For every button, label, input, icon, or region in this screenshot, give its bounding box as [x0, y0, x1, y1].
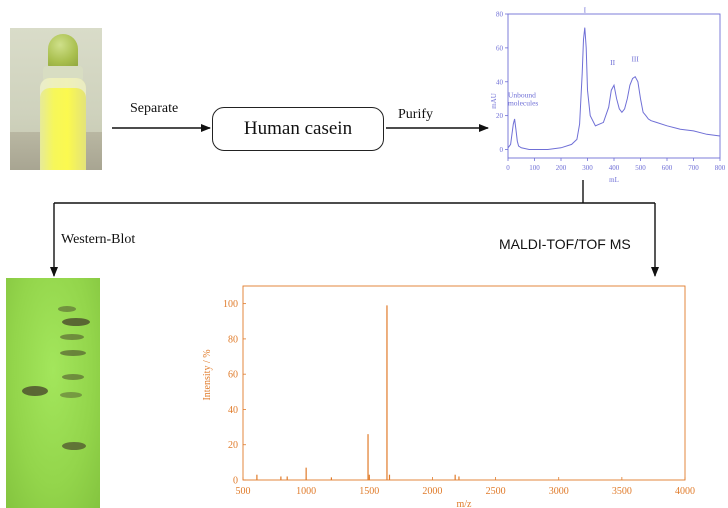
chromatogram-chart: 0 100 200 300 400 500 600 700 800 0 20 40 60 80 mL mAU U…	[490, 6, 726, 184]
western-blot-label: Western-Blot	[61, 232, 136, 247]
human-casein-box: Human casein	[212, 107, 384, 151]
peak-annotation: molecules	[508, 99, 538, 108]
x-tick-label: 800	[715, 164, 726, 172]
y-tick-label: 0	[233, 476, 238, 487]
y-tick-label: 40	[496, 78, 504, 86]
y-tick-label: 60	[228, 370, 238, 381]
x-tick-label: 200	[556, 164, 567, 172]
y-tick-label: 20	[496, 112, 504, 120]
x-tick-label: 2500	[486, 486, 506, 497]
maldi-label: MALDI-TOF/TOF MS	[499, 236, 631, 252]
x-tick-label: 700	[688, 164, 699, 172]
y-tick-label: 80	[496, 11, 504, 19]
y-tick-label: 80	[228, 334, 238, 345]
x-tick-label: 600	[662, 164, 673, 172]
chromatogram-trace	[507, 27, 721, 150]
y-axis-label: Intensity / %	[202, 349, 213, 400]
y-tick-label: 40	[228, 405, 238, 416]
x-tick-label: 1000	[296, 486, 316, 497]
y-tick-label: 100	[223, 299, 238, 310]
x-tick-label: 100	[529, 164, 540, 172]
x-tick-label: 500	[236, 486, 251, 497]
y-axis-label: mAU	[490, 93, 498, 109]
spectrum-frame	[242, 285, 686, 481]
x-tick-label: 3000	[549, 486, 569, 497]
x-axis-label: mL	[609, 176, 619, 184]
human-casein-label: Human casein	[243, 118, 353, 139]
separate-label: Separate	[130, 101, 179, 116]
y-tick-label: 60	[496, 44, 504, 52]
x-tick-label: 0	[506, 164, 510, 172]
western-blot-photo	[6, 278, 100, 508]
mass-spectrum-chart: 500 1000 1500 2000 2500 3000 3500 4000 0 20 40 60 80…	[202, 285, 695, 508]
peak-annotation: III	[631, 55, 639, 64]
x-tick-label: 300	[582, 164, 593, 172]
x-tick-label: 3500	[612, 486, 632, 497]
x-tick-label: 500	[635, 164, 646, 172]
x-tick-label: 4000	[675, 486, 695, 497]
peak-annotation: II	[610, 58, 615, 67]
peak-annotation: Unbound	[508, 91, 536, 100]
x-tick-label: 400	[609, 164, 620, 172]
x-tick-label: 2000	[422, 486, 442, 497]
casein-bottle-photo	[10, 28, 102, 170]
purify-label: Purify	[398, 107, 433, 122]
y-tick-label: 20	[228, 440, 238, 451]
x-axis-label: m/z	[457, 499, 473, 508]
y-tick-label: 0	[500, 146, 504, 154]
peak-annotation: I	[584, 6, 587, 14]
x-tick-label: 1500	[359, 486, 379, 497]
